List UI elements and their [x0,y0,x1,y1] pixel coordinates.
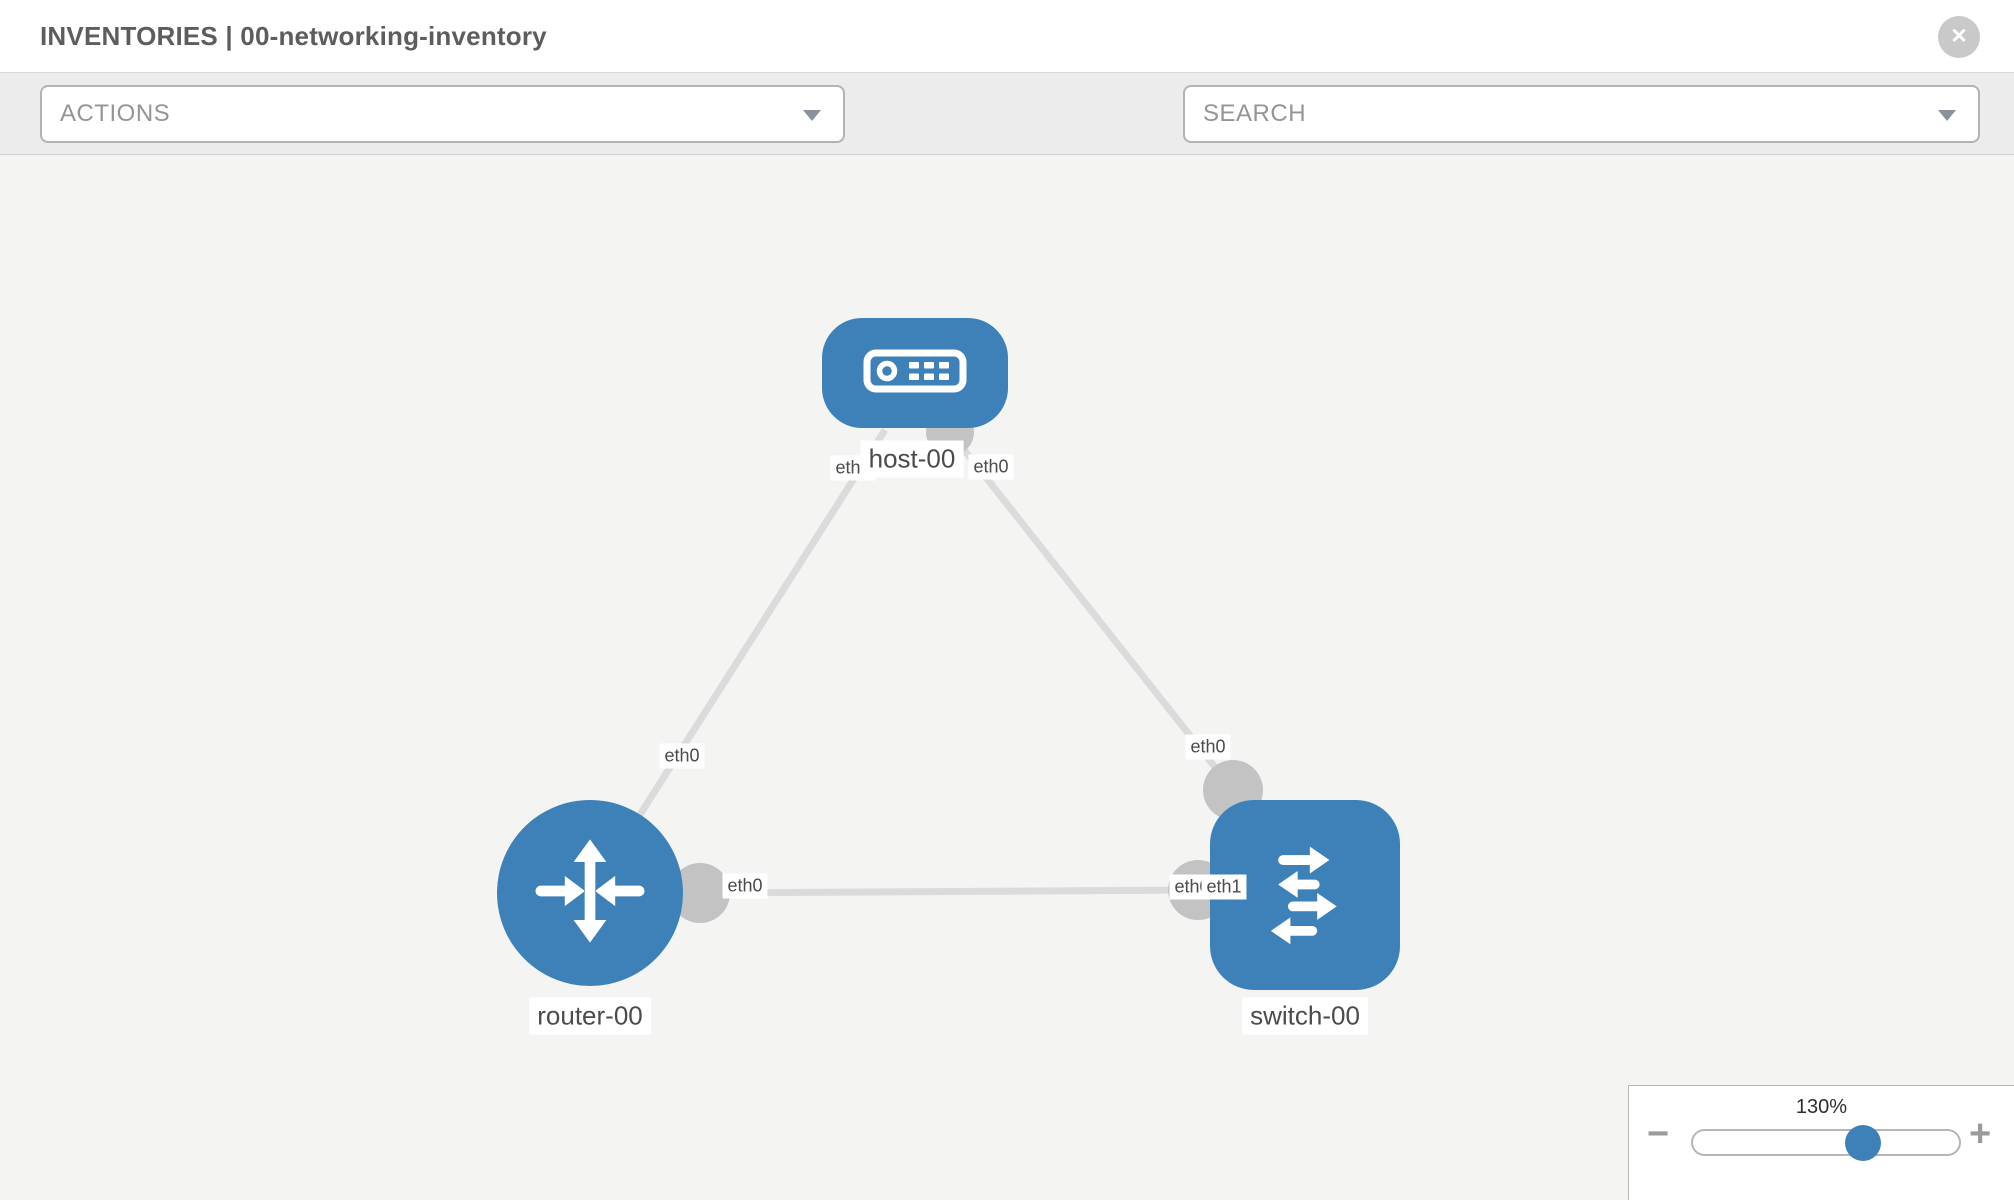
search-dropdown[interactable]: SEARCH [1183,85,1980,143]
actions-dropdown[interactable]: ACTIONS [40,85,845,143]
node-label-switch-00: switch-00 [1242,997,1368,1035]
interface-label: eth0 [722,873,768,899]
interface-label: eth0 [968,454,1014,480]
zoom-level-value: 130% [1795,1096,1848,1118]
chevron-down-icon [1938,110,1956,121]
router-icon [527,828,653,959]
interface-label: eth0 [659,743,705,769]
link-host-switch[interactable] [947,429,1236,793]
actions-dropdown-label: ACTIONS [60,100,171,127]
header: INVENTORIES | 00-networking-inventory ✕ [0,0,2014,72]
interface-label: eth0 [1185,734,1231,760]
close-icon: ✕ [1950,25,1968,48]
minus-icon: − [1647,1113,1670,1155]
zoom-slider-knob[interactable] [1845,1124,1882,1161]
interface-label: eth1 [1201,874,1247,900]
interface-dot-router-eth0[interactable] [670,863,730,923]
host-icon [863,349,967,398]
node-label-host-00: host-00 [860,440,964,478]
toolbar: ACTIONS SEARC [0,72,2014,211]
search-input-placeholder: SEARCH [1203,100,1307,127]
switch-icon [1244,832,1366,959]
chevron-down-icon [803,110,821,121]
zoom-in-button[interactable]: + [1969,1112,1991,1156]
zoom-out-button[interactable]: − [1647,1112,1669,1156]
node-host-00[interactable] [822,318,1008,428]
plus-icon: + [1969,1113,1992,1155]
close-button[interactable]: ✕ [1938,16,1980,58]
topology-canvas[interactable]: eth0 host-00 eth0 eth0 eth0 eth0 eth0 et… [0,155,2014,1200]
page-title: INVENTORIES | 00-networking-inventory [40,21,547,51]
link-router-switch[interactable] [699,886,1199,897]
node-router-00[interactable] [497,800,683,986]
zoom-slider[interactable] [1691,1124,1961,1161]
zoom-control-panel: 130% − + [1628,1085,2014,1200]
node-label-router-00: router-00 [529,997,651,1035]
